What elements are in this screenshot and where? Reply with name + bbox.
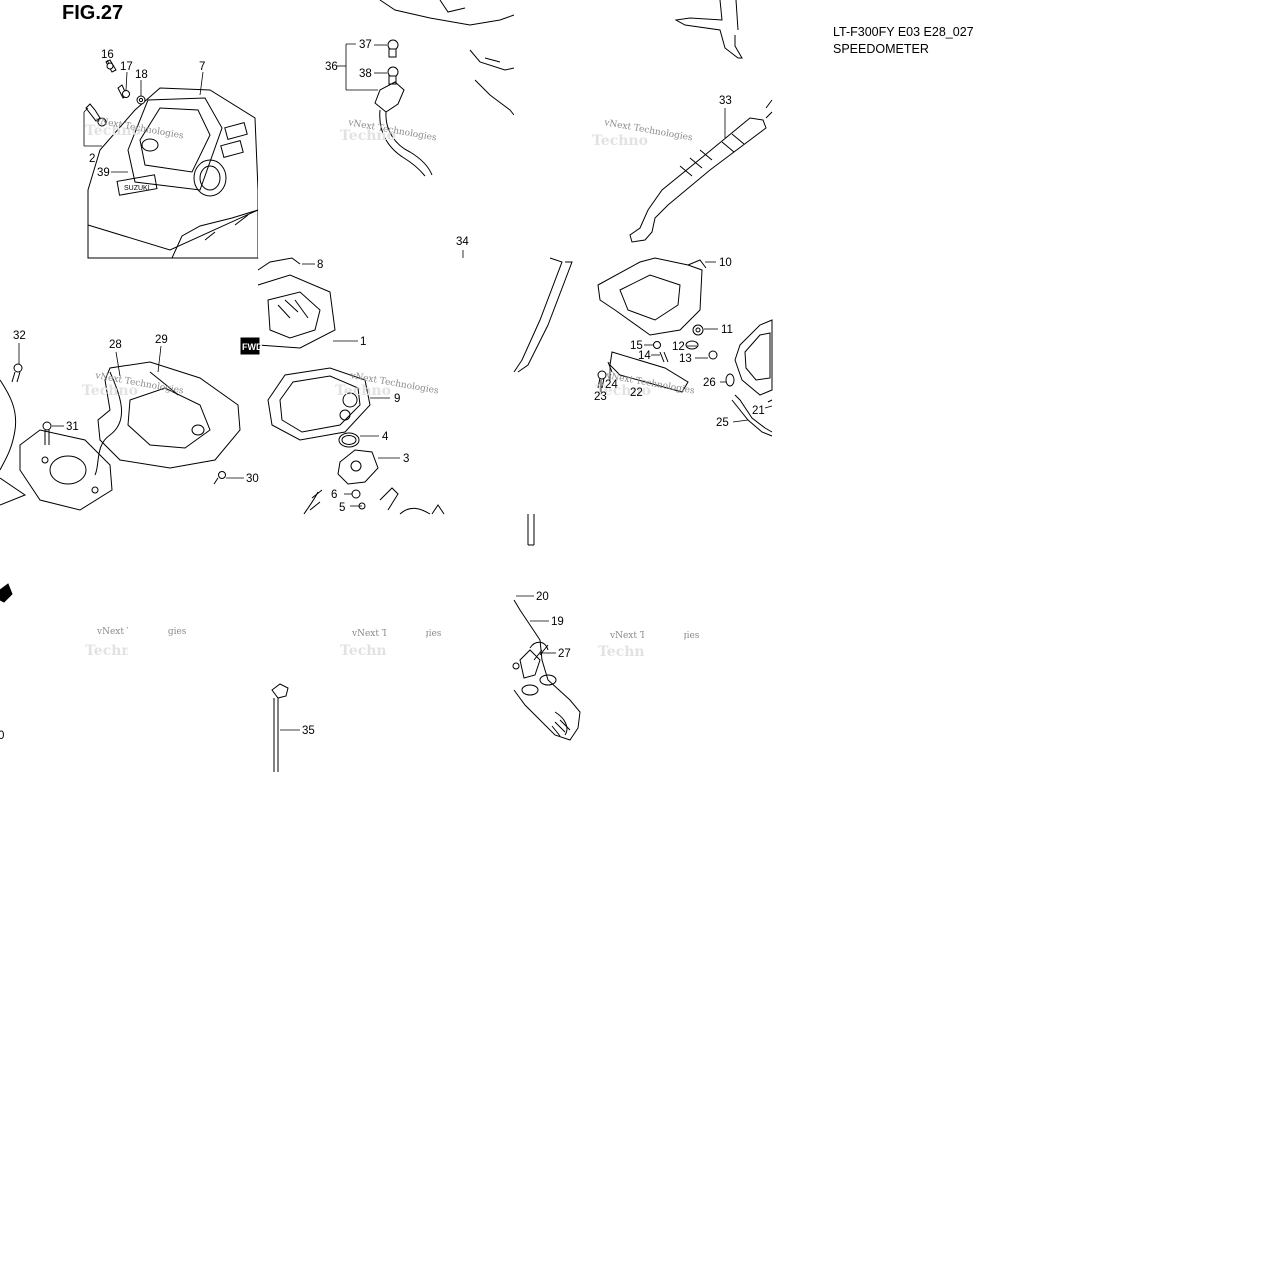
callout-37: 37 bbox=[359, 39, 372, 51]
callout-7: 7 bbox=[199, 61, 205, 73]
callout-labels: 1 2 3 4 5 6 7 8 9 10 11 12 13 14 15 16 1… bbox=[0, 39, 765, 742]
callout-16: 16 bbox=[101, 49, 114, 61]
callout-39: 39 bbox=[97, 167, 110, 179]
callout-6: 6 bbox=[331, 489, 337, 501]
callout-20: 20 bbox=[536, 591, 549, 603]
callout-29: 29 bbox=[155, 334, 168, 346]
callout-8: 8 bbox=[317, 259, 323, 271]
figure-title: FIG.27 bbox=[62, 2, 124, 24]
callout-22: 22 bbox=[630, 387, 643, 399]
callout-35: 35 bbox=[302, 725, 315, 737]
callout-14: 14 bbox=[638, 350, 651, 362]
callout-23: 23 bbox=[594, 391, 607, 403]
svg-text:Techno: Techno bbox=[335, 383, 391, 399]
callout-2: 2 bbox=[89, 153, 95, 165]
callout-30: 30 bbox=[246, 473, 259, 485]
meter-cover-illustration: SUZUKI bbox=[85, 59, 259, 259]
callout-33: 33 bbox=[719, 95, 732, 107]
callout-15: 15 bbox=[630, 340, 643, 352]
callout-25: 25 bbox=[716, 417, 729, 429]
callout-38: 38 bbox=[359, 68, 372, 80]
svg-text:Techno: Techno bbox=[598, 644, 654, 660]
model-code: LT-F300FY E03 E28_027 bbox=[833, 25, 974, 39]
bulb-socket-illustration bbox=[374, 0, 515, 177]
leader-lines bbox=[18, 43, 773, 731]
callout-26: 26 bbox=[703, 377, 716, 389]
callout-27: 27 bbox=[558, 648, 571, 660]
callout-12: 12 bbox=[672, 341, 685, 353]
callout-19: 19 bbox=[551, 616, 564, 628]
callout-4: 4 bbox=[382, 431, 389, 443]
callout-24: 24 bbox=[605, 379, 618, 391]
callout-1: 1 bbox=[360, 336, 366, 348]
callout-10: 10 bbox=[719, 257, 732, 269]
svg-text:Techno: Techno bbox=[85, 643, 141, 659]
svg-text:Techno: Techno bbox=[592, 133, 648, 149]
callout-31: 31 bbox=[66, 421, 79, 433]
callout-36: 36 bbox=[325, 61, 338, 73]
svg-text:Techno: Techno bbox=[340, 128, 396, 144]
callout-5: 5 bbox=[339, 502, 345, 514]
callout-28: 28 bbox=[109, 339, 122, 351]
svg-text:Techno: Techno bbox=[82, 383, 138, 399]
callout-partial-0: 0 bbox=[0, 730, 4, 742]
callout-13: 13 bbox=[679, 353, 692, 365]
callout-32: 32 bbox=[13, 330, 26, 342]
lower-fragments-illustration bbox=[0, 514, 581, 772]
svg-text:Techno: Techno bbox=[595, 383, 651, 399]
callout-21: 21 bbox=[752, 405, 765, 417]
section-name: SPEEDOMETER bbox=[833, 42, 929, 56]
meter-lower-case-illustration bbox=[0, 361, 241, 511]
speedometer-cable-illustration bbox=[629, 0, 773, 243]
svg-text:SUZUKI: SUZUKI bbox=[124, 185, 150, 192]
callout-9: 9 bbox=[394, 393, 400, 405]
svg-text:Techno: Techno bbox=[340, 643, 396, 659]
speedometer-body-illustration: FWD bbox=[240, 257, 445, 515]
callout-34: 34 bbox=[456, 236, 469, 248]
callout-18: 18 bbox=[135, 69, 148, 81]
callout-17: 17 bbox=[120, 61, 133, 73]
callout-11: 11 bbox=[721, 324, 733, 336]
meter-bracket-illustration bbox=[513, 257, 773, 437]
callout-3: 3 bbox=[403, 453, 409, 465]
svg-text:FWD: FWD bbox=[242, 342, 263, 352]
svg-text:Techno: Techno bbox=[85, 123, 141, 139]
